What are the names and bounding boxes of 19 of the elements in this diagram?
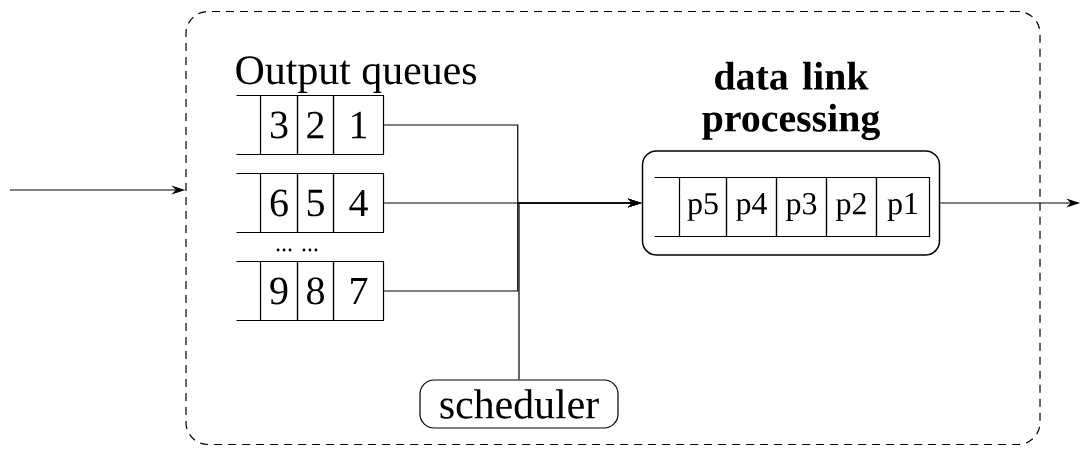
queue: p5 p4 p3 p2 p1 bbox=[653, 176, 931, 238]
queue: 9 8 7 bbox=[235, 260, 385, 322]
dashed-boundary bbox=[185, 10, 1041, 446]
node-label: p3 bbox=[786, 193, 817, 221]
ellipsis: ... ... bbox=[276, 248, 318, 252]
scheduler-box: scheduler bbox=[419, 379, 619, 429]
node-label: p4 bbox=[736, 193, 767, 221]
section-heading: Output queues bbox=[236, 56, 476, 93]
node-label: p5 bbox=[687, 193, 718, 221]
queue: 3 2 1 bbox=[235, 94, 385, 156]
node-label: 8 bbox=[307, 277, 324, 305]
node-label: 6 bbox=[270, 189, 288, 217]
node-label: 3 bbox=[270, 111, 288, 139]
queue: 6 5 4 bbox=[235, 172, 385, 234]
node-label: p2 bbox=[836, 193, 866, 221]
node-label: 2 bbox=[307, 111, 324, 139]
box-heading: data link processing bbox=[702, 61, 880, 141]
node-label: 5 bbox=[307, 189, 324, 217]
node-label: 9 bbox=[270, 277, 288, 305]
